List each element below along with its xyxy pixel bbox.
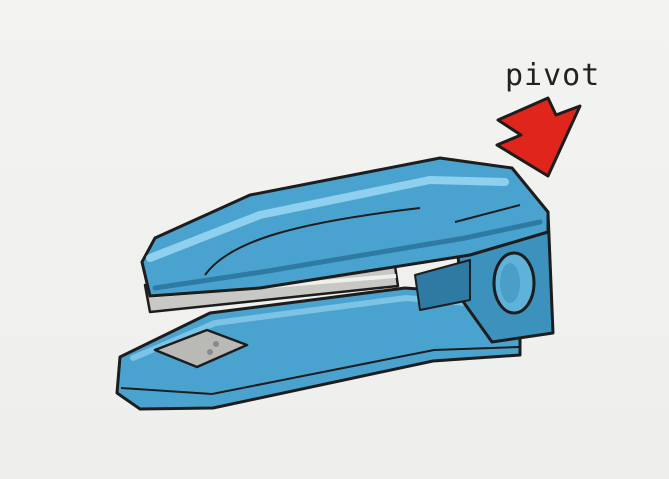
pivot-label: pivot [505, 58, 600, 93]
pivot-arrow [497, 98, 580, 176]
